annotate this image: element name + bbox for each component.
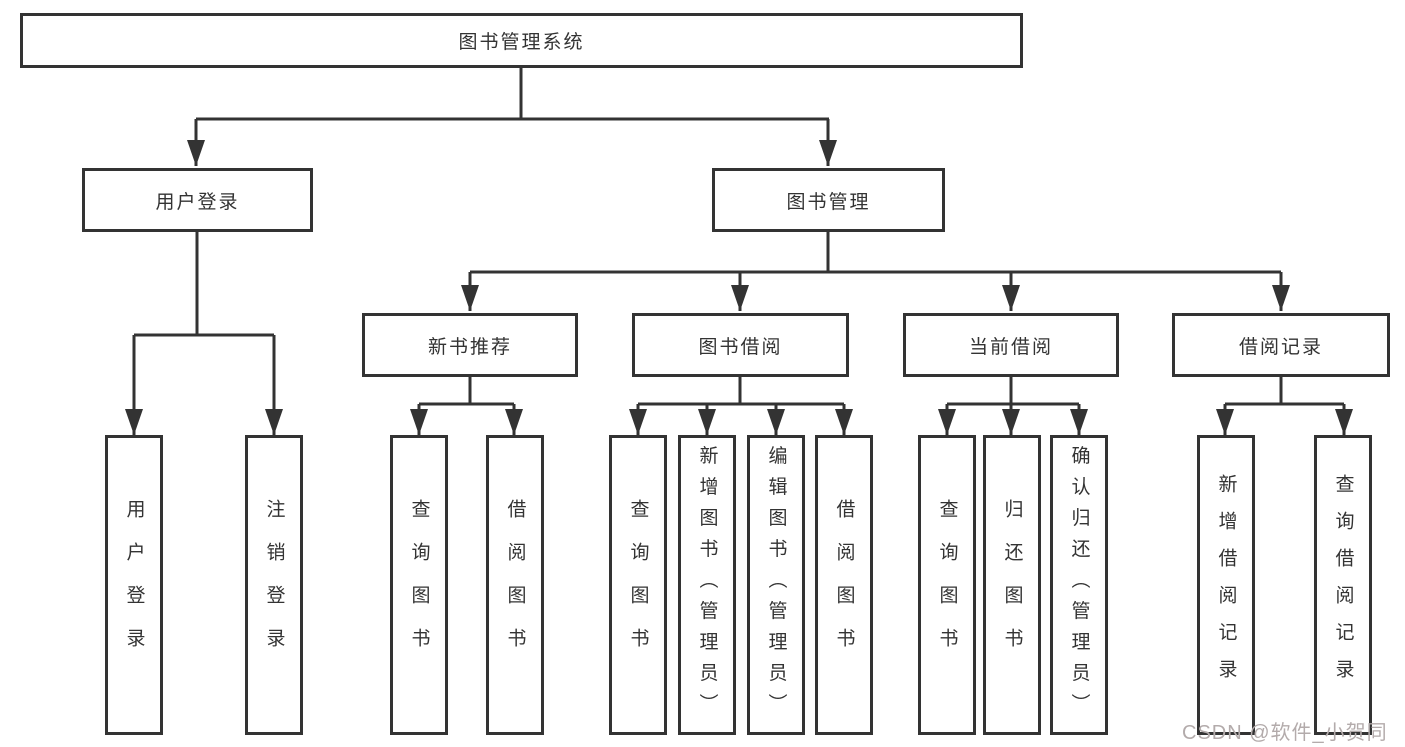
- node-root-label: 图书管理系统: [458, 32, 585, 53]
- arrowhead-icon: [1070, 409, 1088, 435]
- node-book-management: 图书管理: [712, 168, 945, 232]
- node-book-borrowing: 图书借阅: [632, 313, 849, 377]
- arrowhead-icon: [698, 409, 716, 435]
- arrowhead-icon: [1002, 285, 1020, 311]
- arrowhead-icon: [461, 285, 479, 311]
- node-label: 借阅记录: [1238, 336, 1323, 358]
- arrowhead-icon: [819, 140, 837, 166]
- node-label: 当前借阅: [968, 336, 1053, 358]
- leaf-user-login: 用户登录: [105, 435, 163, 735]
- node-current-borrowing: 当前借阅: [903, 313, 1119, 377]
- arrowhead-icon: [505, 409, 523, 435]
- connector-root-split: [194, 68, 830, 166]
- leaf-return-book: 归还图书: [983, 435, 1041, 735]
- node-borrow-records: 借阅记录: [1172, 313, 1390, 377]
- leaf-label: 查询借阅记录: [1332, 474, 1354, 696]
- arrowhead-icon: [731, 285, 749, 311]
- node-user-login: 用户登录: [82, 168, 313, 232]
- leaf-label: 查询图书: [627, 499, 649, 671]
- leaf-label: 查询图书: [408, 499, 430, 671]
- node-label: 用户登录: [155, 191, 240, 213]
- leaf-query-book-recommend: 查询图书: [390, 435, 448, 735]
- arrowhead-icon: [767, 409, 785, 435]
- arrowhead-icon: [1272, 285, 1290, 311]
- leaf-label: 编辑图书（管理员）: [765, 445, 787, 725]
- arrowhead-icon: [1002, 409, 1020, 435]
- arrowhead-icon: [1335, 409, 1353, 435]
- arrowhead-icon: [410, 409, 428, 435]
- leaf-add-book-admin: 新增图书（管理员）: [678, 435, 736, 735]
- node-label: 图书借阅: [698, 336, 783, 358]
- leaf-add-borrow-record: 新增借阅记录: [1197, 435, 1255, 735]
- leaf-query-borrow-record: 查询借阅记录: [1314, 435, 1372, 735]
- leaf-confirm-return-admin: 确认归还（管理员）: [1050, 435, 1108, 735]
- leaf-edit-book-admin: 编辑图书（管理员）: [747, 435, 805, 735]
- connector-borrow-record-split: [1223, 377, 1346, 435]
- arrowhead-icon: [629, 409, 647, 435]
- node-new-book-recommend: 新书推荐: [362, 313, 578, 377]
- connector-book-mgmt-split: [468, 232, 1283, 311]
- connector-new-book-rec-split: [417, 377, 516, 435]
- leaf-label: 查询图书: [936, 499, 958, 671]
- arrowhead-icon: [265, 409, 283, 435]
- node-label: 图书管理: [786, 191, 871, 213]
- leaf-label: 借阅图书: [504, 499, 526, 671]
- leaf-label: 借阅图书: [833, 499, 855, 671]
- leaf-label: 注销登录: [263, 499, 285, 671]
- leaf-label: 新增借阅记录: [1215, 474, 1237, 696]
- leaf-label: 确认归还（管理员）: [1068, 445, 1090, 725]
- arrowhead-icon: [187, 140, 205, 166]
- leaf-query-book-current: 查询图书: [918, 435, 976, 735]
- leaf-label: 归还图书: [1001, 499, 1023, 671]
- leaf-label: 新增图书（管理员）: [696, 445, 718, 725]
- csdn-watermark: CSDN @软件_小贺同学: [1182, 722, 1388, 744]
- leaf-logout: 注销登录: [245, 435, 303, 735]
- arrowhead-icon: [938, 409, 956, 435]
- leaf-borrow-book-recommend: 借阅图书: [486, 435, 544, 735]
- connector-book-borrow-split: [636, 377, 846, 435]
- node-root: 图书管理系统: [20, 13, 1023, 68]
- leaf-borrow-book: 借阅图书: [815, 435, 873, 735]
- connector-user-login-split: [132, 232, 276, 435]
- arrowhead-icon: [835, 409, 853, 435]
- leaf-query-book-borrow: 查询图书: [609, 435, 667, 735]
- arrowhead-icon: [1216, 409, 1234, 435]
- arrowhead-icon: [125, 409, 143, 435]
- node-label: 新书推荐: [427, 336, 512, 358]
- leaf-label: 用户登录: [123, 499, 145, 671]
